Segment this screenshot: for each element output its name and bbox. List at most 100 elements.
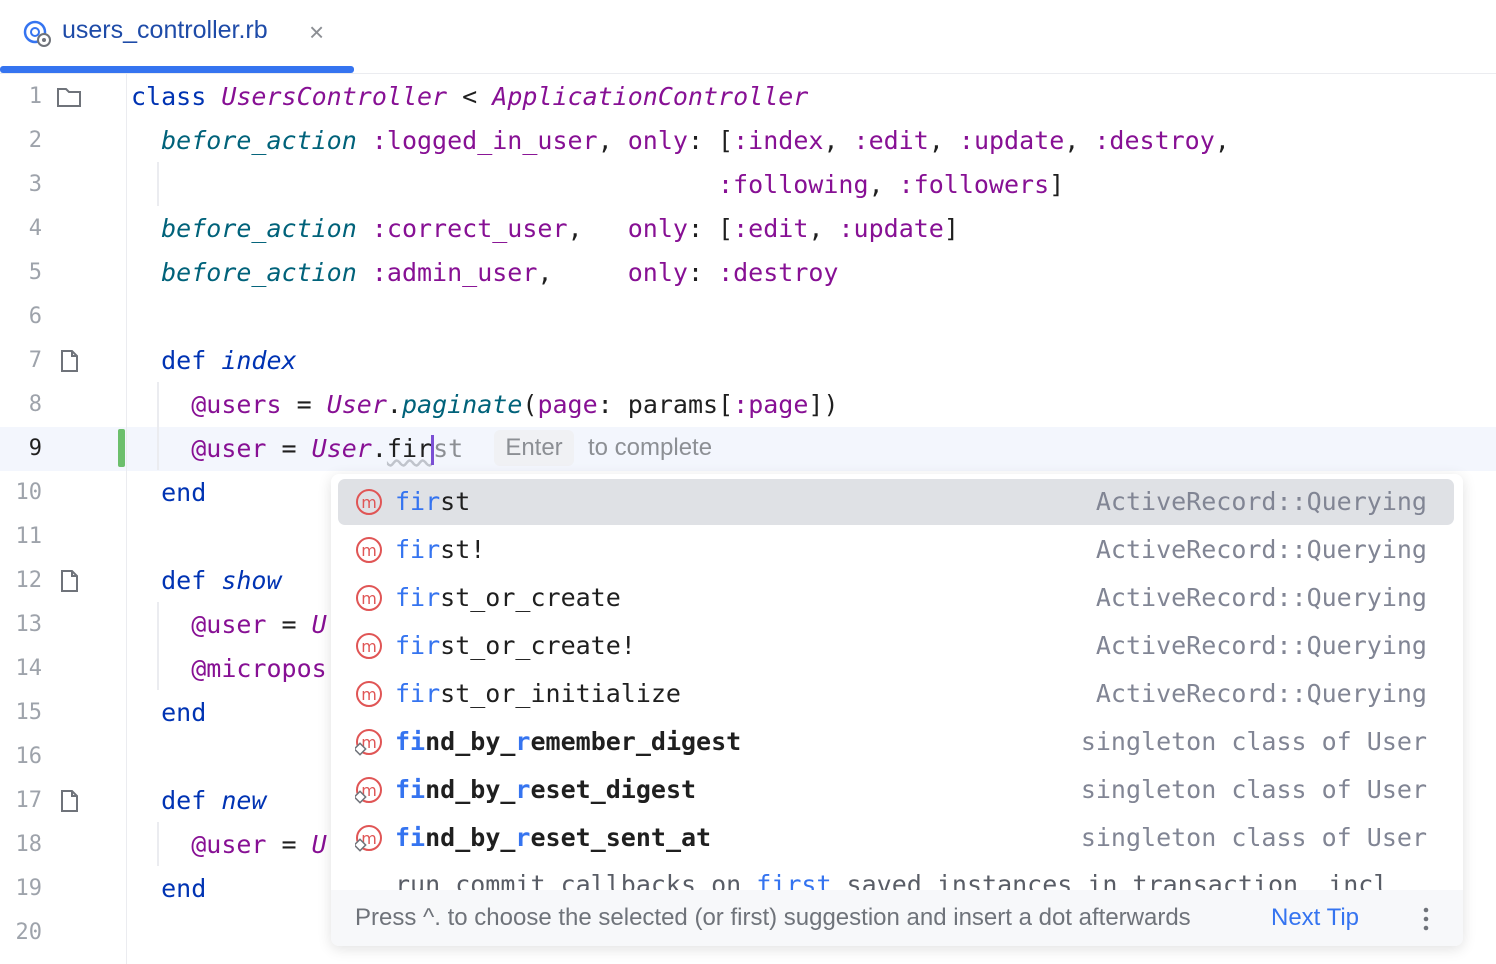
method-fold-icon[interactable] <box>56 789 82 813</box>
svg-text:m: m <box>361 541 377 560</box>
completion-item[interactable]: m first_or_initialize ActiveRecord::Quer… <box>338 671 1454 717</box>
indent-guide <box>157 162 159 206</box>
fold-folder-icon[interactable] <box>56 85 82 109</box>
completion-item-type: ActiveRecord::Querying <box>1095 535 1427 564</box>
code-line-7[interactable]: def index <box>161 346 297 375</box>
completion-item-type: singleton class of User <box>1080 775 1427 804</box>
dynamic-method-icon: m <box>355 777 382 804</box>
line-number[interactable]: 3 <box>28 172 42 197</box>
completion-item[interactable]: m first_or_create! ActiveRecord::Queryin… <box>338 623 1454 669</box>
code-line-15[interactable]: end <box>161 698 207 727</box>
svg-text:m: m <box>361 685 377 704</box>
completion-item-name: find_by_reset_digest <box>395 775 697 804</box>
method-icon: m <box>356 585 382 611</box>
tip-text: Press ^. to choose the selected (or firs… <box>355 904 1191 931</box>
svg-text:m: m <box>361 637 377 656</box>
completion-item-name: find_by_remember_digest <box>395 727 742 756</box>
code-line-3[interactable]: :following, :followers] <box>718 170 1065 199</box>
ruby-controller-file-icon <box>23 20 51 47</box>
svg-text:m: m <box>361 493 377 512</box>
line-number[interactable]: 13 <box>15 612 43 637</box>
code-line-19[interactable]: end <box>161 874 207 903</box>
completion-item-name: first <box>395 487 471 516</box>
code-line-14[interactable]: @micropos <box>191 654 327 683</box>
line-number[interactable]: 20 <box>15 920 43 945</box>
tab-filename: users_controller.rb <box>62 16 268 44</box>
line-number[interactable]: 8 <box>28 392 42 417</box>
line-number[interactable]: 10 <box>15 480 43 505</box>
method-icon: m <box>356 537 382 563</box>
code-line-9[interactable]: @user = User.first <box>191 434 464 465</box>
complete-hint-text: to complete <box>588 434 713 461</box>
line-number[interactable]: 2 <box>28 128 42 153</box>
completion-item-type: singleton class of User <box>1080 823 1427 852</box>
line-number[interactable]: 18 <box>15 832 43 857</box>
code-line-18[interactable]: @user = U <box>191 830 327 859</box>
completion-item[interactable]: m first ActiveRecord::Querying <box>338 479 1454 525</box>
current-line-highlight <box>0 427 1496 471</box>
editor-tab-bar: users_controller.rb × <box>0 0 1496 74</box>
svg-text:m: m <box>361 781 377 800</box>
completion-item[interactable]: m find_by_remember_digest singleton clas… <box>338 719 1454 765</box>
line-number[interactable]: 17 <box>15 788 43 813</box>
line-number[interactable]: 1 <box>28 84 42 109</box>
line-number[interactable]: 6 <box>28 304 42 329</box>
completion-tip-bar: Press ^. to choose the selected (or firs… <box>331 890 1463 946</box>
method-fold-icon[interactable] <box>56 569 82 593</box>
code-line-12[interactable]: def show <box>161 566 282 595</box>
dynamic-method-icon: m <box>355 825 382 852</box>
dynamic-method-icon: m <box>355 729 382 756</box>
completion-item[interactable]: m first! ActiveRecord::Querying <box>338 527 1454 573</box>
indent-guide <box>157 602 159 690</box>
tab-users-controller[interactable]: users_controller.rb × <box>0 0 354 73</box>
code-line-17[interactable]: def new <box>161 786 267 815</box>
code-line-8[interactable]: @users = User.paginate(page: params[:pag… <box>191 390 839 419</box>
code-completion-popup: m first ActiveRecord::Querying m first! … <box>331 474 1463 946</box>
next-tip-link[interactable]: Next Tip <box>1271 904 1360 931</box>
line-number[interactable]: 4 <box>28 216 42 241</box>
code-line-5[interactable]: before_action :admin_user, only: :destro… <box>161 258 839 287</box>
completion-item-type: ActiveRecord::Querying <box>1095 487 1427 516</box>
line-number[interactable]: 19 <box>15 876 43 901</box>
completion-item-type: ActiveRecord::Querying <box>1095 631 1427 660</box>
code-line-4[interactable]: before_action :correct_user, only: [:edi… <box>161 214 959 243</box>
enter-key-hint: Enter <box>494 430 574 466</box>
more-options-icon[interactable] <box>1413 904 1439 934</box>
line-number[interactable]: 7 <box>28 348 42 373</box>
svg-text:m: m <box>361 589 377 608</box>
vcs-change-marker[interactable] <box>118 429 125 467</box>
completion-item[interactable]: m first_or_create ActiveRecord::Querying <box>338 575 1454 621</box>
editor-gutter <box>0 74 127 964</box>
method-icon: m <box>356 681 382 707</box>
completion-item-type: ActiveRecord::Querying <box>1095 583 1427 612</box>
line-number[interactable]: 12 <box>15 568 43 593</box>
code-line-10[interactable]: end <box>161 478 207 507</box>
line-number[interactable]: 14 <box>15 656 43 681</box>
completion-item-name: first_or_create! <box>395 631 636 660</box>
svg-text:m: m <box>361 733 377 752</box>
close-tab-icon[interactable]: × <box>309 17 325 47</box>
completion-item-name: first_or_create <box>395 583 621 612</box>
completion-item-name: find_by_reset_sent_at <box>395 823 712 852</box>
completion-item-name: first! <box>395 535 486 564</box>
line-number[interactable]: 9 <box>28 436 42 461</box>
method-icon: m <box>356 489 382 515</box>
indent-guide <box>157 822 159 866</box>
completion-item-name: first_or_initialize <box>395 679 681 708</box>
text-caret <box>431 435 435 465</box>
line-number[interactable]: 15 <box>15 700 43 725</box>
ghost-completion: st <box>433 434 464 463</box>
completion-item[interactable]: m find_by_reset_sent_at singleton class … <box>338 815 1454 861</box>
line-number[interactable]: 11 <box>15 524 43 549</box>
svg-text:m: m <box>361 829 377 848</box>
completion-item-type: ActiveRecord::Querying <box>1095 679 1427 708</box>
typed-text: fir <box>386 434 433 463</box>
method-fold-icon[interactable] <box>56 349 82 373</box>
code-line-2[interactable]: before_action :logged_in_user, only: [:i… <box>161 126 1230 155</box>
line-number[interactable]: 5 <box>28 260 42 285</box>
code-line-13[interactable]: @user = U <box>191 610 327 639</box>
completion-item[interactable]: m find_by_reset_digest singleton class o… <box>338 767 1454 813</box>
code-line-1[interactable]: class UsersController < ApplicationContr… <box>131 82 809 111</box>
indent-guide <box>157 382 159 470</box>
line-number[interactable]: 16 <box>15 744 43 769</box>
